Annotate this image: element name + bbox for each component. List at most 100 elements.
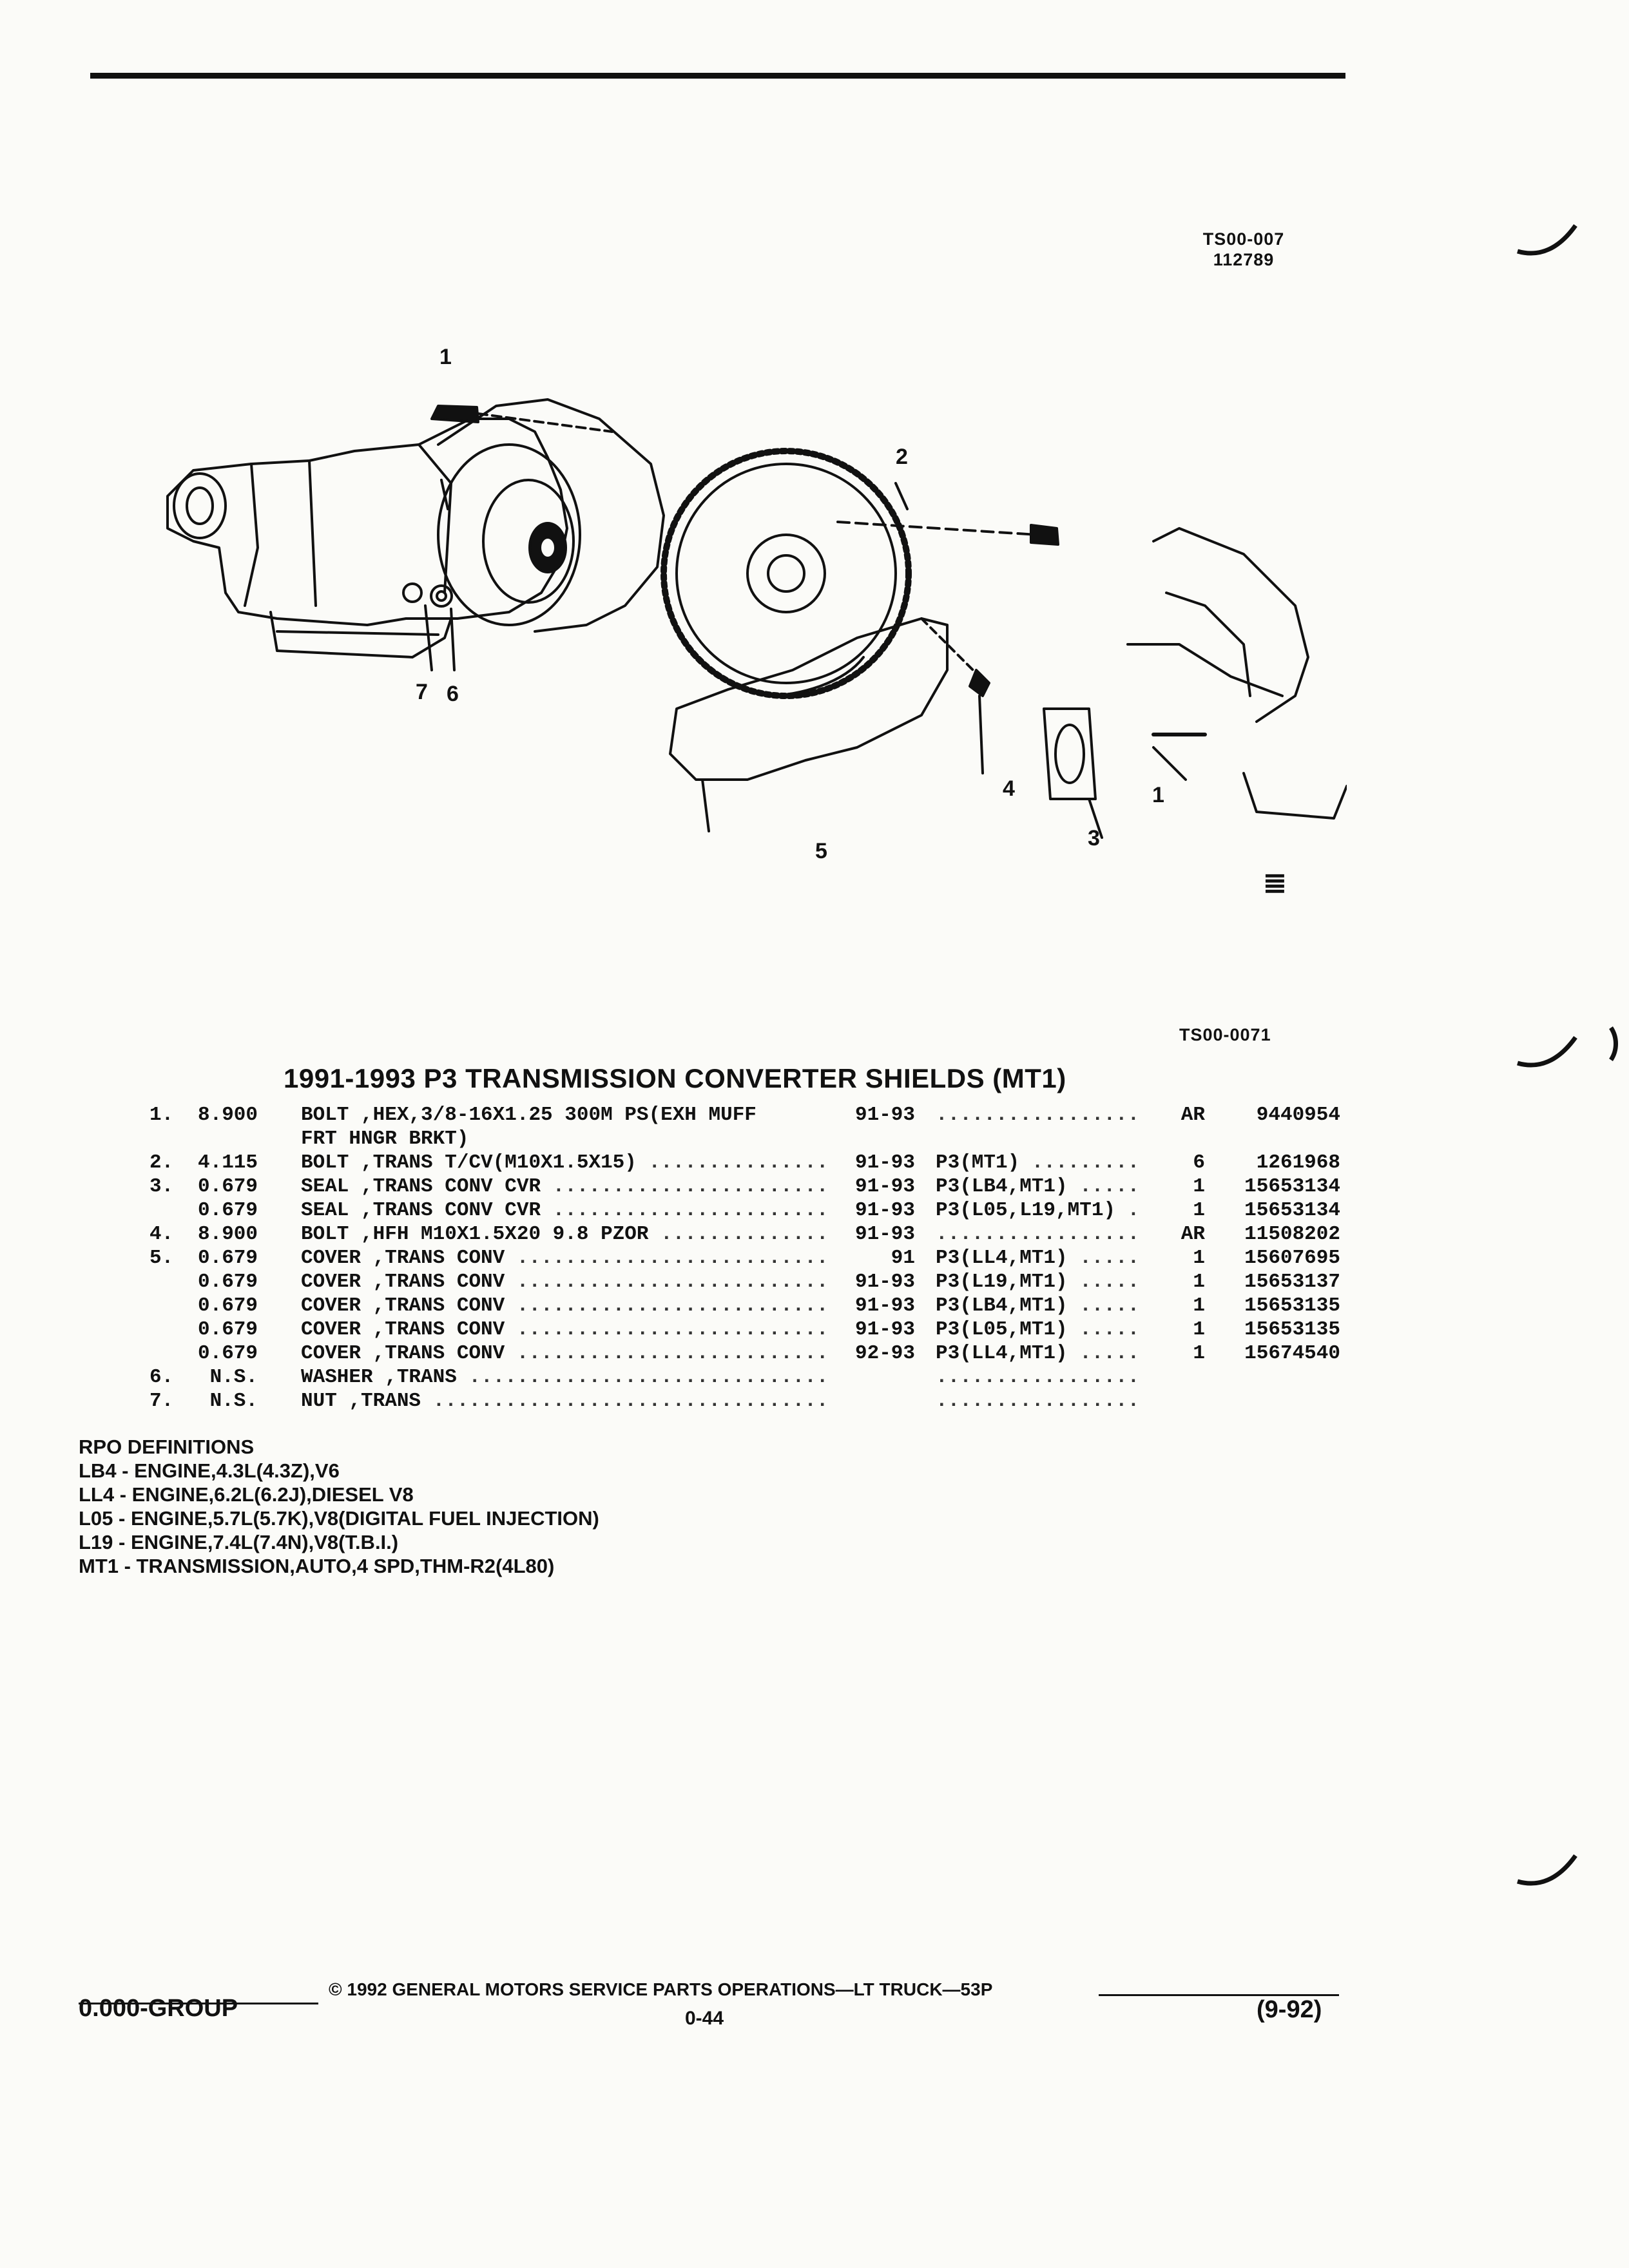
dot-leader: . <box>1127 1199 1140 1222</box>
parts-table-row: 0.679 COVER ,TRANS CONV..................… <box>0 1294 1629 1318</box>
rpo-line: LB4 - ENGINE,4.3L(4.3Z),V6 <box>79 1459 340 1482</box>
rpo-definitions: RPO DEFINITIONS LB4 - ENGINE,4.3L(4.3Z),… <box>79 1435 599 1578</box>
usage: P3(LB4,MT1) <box>936 1294 1068 1317</box>
part-description: BOLT ,HFH M10X1.5X20 9.8 PZOR <box>301 1223 649 1245</box>
usage: P3(L05,L19,MT1) <box>936 1199 1116 1222</box>
unit-price: N.S. <box>209 1366 258 1389</box>
rpo-heading: RPO DEFINITIONS <box>79 1436 255 1458</box>
callout-7: 7 <box>416 680 428 704</box>
part-number: 15653134 <box>1244 1175 1340 1198</box>
unit-price: 0.679 <box>197 1318 258 1341</box>
part-description: COVER ,TRANS CONV <box>301 1342 505 1365</box>
part-description: SEAL ,TRANS CONV CVR <box>301 1175 541 1198</box>
year-range: 91-93 <box>854 1223 915 1245</box>
usage: P3(LB4,MT1) <box>936 1175 1068 1198</box>
footer-group: 0.000-GROUP <box>79 1995 238 2022</box>
part-number: 15607695 <box>1244 1247 1340 1269</box>
part-description: COVER ,TRANS CONV <box>301 1271 505 1293</box>
usage: P3(L19,MT1) <box>936 1271 1068 1293</box>
footer-rule-left <box>79 2003 318 2004</box>
year-range: 91-93 <box>854 1199 915 1222</box>
parts-table-row: 6.N.S.WASHER ,TRANS.....................… <box>0 1365 1629 1389</box>
usage: P3(MT1) <box>936 1151 1020 1174</box>
dot-leader: .......................... <box>516 1271 829 1293</box>
parts-table-row: 7. N.S. NUT ,TRANS........................… <box>0 1389 1629 1413</box>
footer-copyright: © 1992 GENERAL MOTORS SERVICE PARTS OPER… <box>329 1979 993 1999</box>
usage: P3(L05,MT1) <box>936 1318 1068 1341</box>
dot-leader: ................. <box>936 1223 1140 1245</box>
footer-date: (9-92) <box>1257 1996 1322 2023</box>
quantity: AR <box>1181 1223 1205 1245</box>
dot-leader: ..... <box>1079 1294 1140 1317</box>
rpo-line: L05 - ENGINE,5.7L(5.7K),V8(DIGITAL FUEL … <box>79 1507 599 1530</box>
part-description: BOLT ,TRANS T/CV(M10X1.5X15) <box>301 1151 637 1174</box>
year-range: 91-93 <box>854 1271 915 1293</box>
dot-leader: ..... <box>1079 1175 1140 1198</box>
dot-leader: .............. <box>660 1223 829 1245</box>
binder-mark <box>1517 1035 1577 1068</box>
unit-price: 0.679 <box>197 1247 258 1269</box>
binder-mark <box>1517 224 1577 256</box>
part-number: 11508202 <box>1244 1223 1340 1245</box>
dot-leader: ................................. <box>432 1390 829 1412</box>
year-range: 91-93 <box>854 1151 915 1174</box>
usage: P3(LL4,MT1) <box>936 1342 1068 1365</box>
quantity: AR <box>1181 1104 1205 1126</box>
unit-price: 0.679 <box>197 1294 258 1317</box>
part-description-continued: FRT HNGR BRKT) <box>301 1128 469 1150</box>
dot-leader: ..... <box>1079 1318 1140 1341</box>
item-number: 3. <box>149 1175 174 1198</box>
quantity: 1 <box>1193 1294 1205 1317</box>
quantity: 1 <box>1193 1175 1205 1198</box>
unit-price: N.S. <box>209 1390 258 1412</box>
chevrolet-logo-icon: ≣ <box>1263 867 1287 899</box>
dot-leader: .............................. <box>468 1366 829 1389</box>
item-number: 6. <box>149 1366 174 1389</box>
year-range: 91-93 <box>854 1294 915 1317</box>
dot-leader: ................. <box>936 1390 1140 1412</box>
part-number: 15653137 <box>1244 1271 1340 1293</box>
part-description: NUT ,TRANS <box>301 1390 421 1412</box>
quantity: 6 <box>1193 1151 1205 1174</box>
year-range: 91-93 <box>854 1104 915 1126</box>
part-number: 15653135 <box>1244 1318 1340 1341</box>
dot-leader: .......................... <box>516 1247 829 1269</box>
callout-5: 5 <box>815 839 827 863</box>
part-number: 15653134 <box>1244 1199 1340 1222</box>
figure-id-top: TS00-007 112789 <box>1199 229 1289 270</box>
figure-id-line-1: TS00-007 <box>1202 229 1285 249</box>
dot-leader: ....................... <box>552 1175 829 1198</box>
part-number: 9440954 <box>1256 1104 1340 1126</box>
unit-price: 0.679 <box>197 1342 258 1365</box>
binder-mark <box>1517 1854 1577 1886</box>
item-number: 2. <box>149 1151 174 1174</box>
dot-leader: .......................... <box>516 1294 829 1317</box>
part-number: 15674540 <box>1244 1342 1340 1365</box>
section-title: 1991-1993 P3 TRANSMISSION CONVERTER SHIE… <box>284 1063 1066 1093</box>
dot-leader: ............... <box>648 1151 829 1174</box>
item-number: 7. <box>149 1390 174 1412</box>
callout-1-right: 1 <box>1152 783 1164 807</box>
part-description: COVER ,TRANS CONV <box>301 1294 505 1317</box>
callout-3: 3 <box>1088 826 1100 850</box>
dot-leader: ......... <box>1031 1151 1140 1174</box>
unit-price: 0.679 <box>197 1271 258 1293</box>
callout-1-top: 1 <box>439 345 452 369</box>
quantity: 1 <box>1193 1199 1205 1222</box>
year-range: 91-93 <box>854 1318 915 1341</box>
callout-4: 4 <box>1003 776 1015 801</box>
unit-price: 8.900 <box>197 1223 258 1245</box>
quantity: 1 <box>1193 1318 1205 1341</box>
unit-price: 8.900 <box>197 1104 258 1126</box>
figure-id-line-2: 112789 <box>1213 250 1275 269</box>
part-description: COVER ,TRANS CONV <box>301 1318 505 1341</box>
unit-price: 0.679 <box>197 1199 258 1222</box>
